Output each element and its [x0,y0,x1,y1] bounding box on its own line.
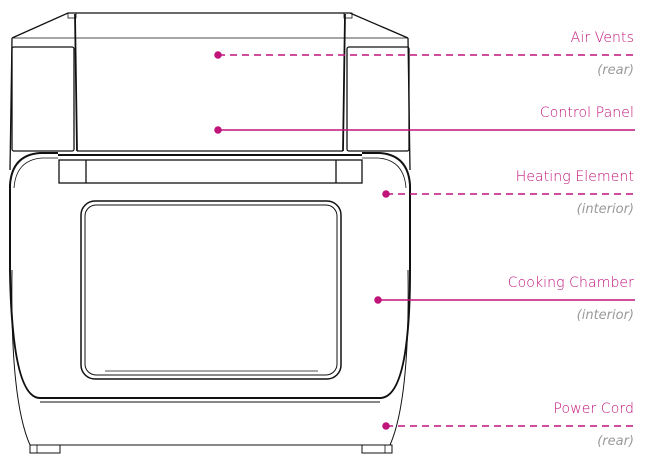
callout-dot-heating-element [382,190,390,198]
feet [29,444,393,454]
callout-lines [214,51,635,430]
callout-note-heating-element: (interior) [576,202,634,217]
top-lid [11,12,409,39]
hinge-bar [58,154,363,184]
callout-label-power-cord: Power Cord [553,401,634,417]
callout-dot-control-panel [214,126,222,134]
control-panel [74,13,346,152]
callout-dot-air-vents [214,51,222,59]
callout-label-air-vents: Air Vents [570,30,634,46]
cooking-chamber-body [9,152,411,446]
callout-dot-power-cord [382,422,390,430]
callout-dot-cooking-chamber [374,296,382,304]
callout-note-cooking-chamber: (interior) [576,308,634,323]
door-window [80,200,342,380]
callout-note-power-cord: (rear) [597,434,634,449]
side-panels [9,37,411,171]
callout-label-cooking-chamber: Cooking Chamber [507,275,634,291]
callout-label-heating-element: Heating Element [515,169,634,185]
callout-label-control-panel: Control Panel [539,105,634,121]
callout-note-air-vents: (rear) [597,63,634,78]
